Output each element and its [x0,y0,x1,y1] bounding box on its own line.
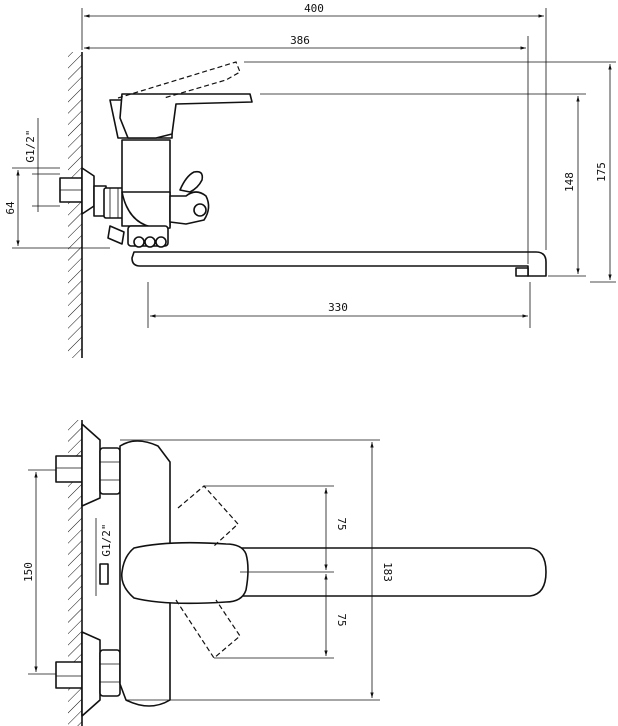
dimension-label-75-upper: 75 [335,517,348,530]
dimension-label-150: 150 [22,562,35,582]
side-view-lever [109,61,253,139]
side-view-spout [131,251,547,277]
dimension-inlet-thread-top: G1/2" [95,518,113,596]
dimension-label-75-lower: 75 [335,613,348,626]
dimension-centre-distance: 150 [22,469,56,675]
front-view-upper-inlet [55,423,121,507]
dimension-label-g12-top: G1/2" [100,523,113,556]
dimension-body-height: 183 [120,439,394,701]
side-view-mixer-body [107,139,210,248]
side-view-wall [68,52,83,358]
side-view: 400 386 330 148 175 [4,2,616,358]
dimension-label-175: 175 [595,162,608,182]
front-view-spout [169,547,547,597]
side-view-inlet-fitting [59,167,127,219]
dimension-lever-swing-lower: 75 [214,571,348,659]
dimension-label-148: 148 [563,172,576,192]
dimension-label-183: 183 [381,562,394,582]
dimension-label-g12-side: G1/2" [24,129,37,162]
front-view-lower-inlet [55,631,121,717]
dimension-spout-length: 330 [147,282,531,328]
dimension-lever-swing-upper: 75 [204,485,348,570]
dimension-label-330: 330 [328,301,348,314]
dimension-label-386: 386 [290,34,310,47]
dimension-inlet-thread-side: G1/2" [24,118,60,212]
dimension-label-64: 64 [4,201,17,215]
dimension-outlet-height: 148 [260,93,586,277]
dimension-inlet-offset: 64 [4,167,110,249]
dimension-overall-height: 175 [244,61,616,283]
front-view: G1/2" 150 75 75 183 [22,420,547,726]
dimension-label-400: 400 [304,2,324,15]
front-view-lever [120,485,249,659]
dimension-overall-length: 400 [81,2,547,250]
dimension-spout-reach: 386 [84,34,529,264]
